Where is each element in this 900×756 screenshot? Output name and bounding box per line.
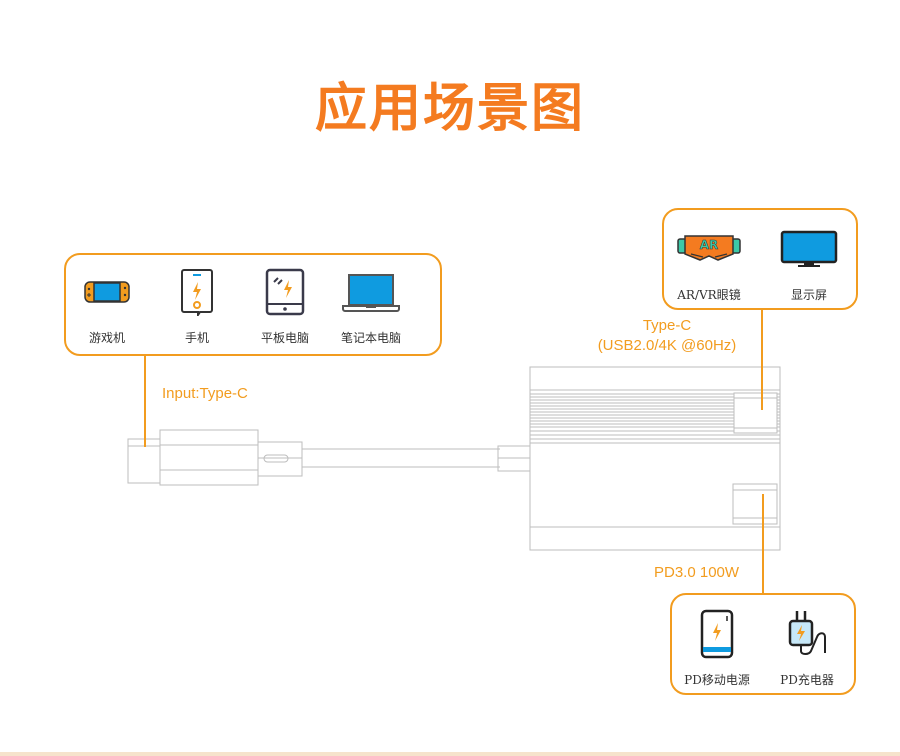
device-tablet: 平板电脑	[240, 267, 330, 346]
device-label: 平板电脑	[260, 331, 309, 345]
power-devices-panel: PD移动电源 PD充电器	[670, 593, 856, 695]
power-port-label: PD3.0 100W	[654, 564, 740, 581]
input-connector-line	[144, 355, 146, 447]
usb-c-plug-body	[159, 429, 259, 486]
laptop-icon	[326, 267, 416, 317]
device-laptop: 笔记本电脑	[326, 267, 416, 346]
power-connector-line	[762, 494, 764, 594]
device-label: 显示屏	[790, 288, 827, 302]
monitor-icon	[764, 224, 854, 274]
input-port-label: Input:Type-C	[162, 385, 248, 402]
charger-icon	[762, 609, 852, 659]
input-devices-panel: 游戏机 手机 平板电脑	[64, 253, 442, 356]
power-bank-icon	[672, 609, 762, 659]
device-power-bank: PD移动电源	[672, 609, 762, 688]
device-ar-glasses: AR AR/VR眼镜	[664, 224, 754, 303]
display-devices-panel: AR AR/VR眼镜 显示屏	[662, 208, 858, 310]
bottom-divider	[0, 752, 900, 756]
phone-icon	[152, 267, 242, 317]
display-port-label-line2: (USB2.0/4K @60Hz)	[597, 337, 737, 354]
hub-body	[529, 366, 781, 551]
device-label: PD移动电源	[684, 673, 750, 687]
game-console-icon	[62, 267, 152, 317]
device-monitor: 显示屏	[764, 224, 854, 303]
device-label: 手机	[184, 331, 209, 345]
device-game-console: 游戏机	[62, 267, 152, 346]
device-phone: 手机	[152, 267, 242, 346]
device-label: 笔记本电脑	[340, 331, 401, 345]
device-label: 游戏机	[88, 331, 125, 345]
page-title: 应用场景图	[314, 79, 585, 139]
display-port-label: Type-C (USB2.0/4K @60Hz)	[572, 316, 762, 356]
display-port-label-line1: Type-C	[642, 317, 692, 334]
tablet-icon	[240, 267, 330, 317]
ar-badge: AR	[700, 238, 719, 252]
display-port	[733, 392, 778, 434]
pd-port	[732, 483, 778, 525]
ar-glasses-icon: AR	[664, 224, 754, 274]
device-label: PD充电器	[780, 673, 834, 687]
display-connector-line	[761, 309, 763, 410]
device-label: AR/VR眼镜	[677, 288, 741, 302]
device-charger: PD充电器	[762, 609, 852, 688]
